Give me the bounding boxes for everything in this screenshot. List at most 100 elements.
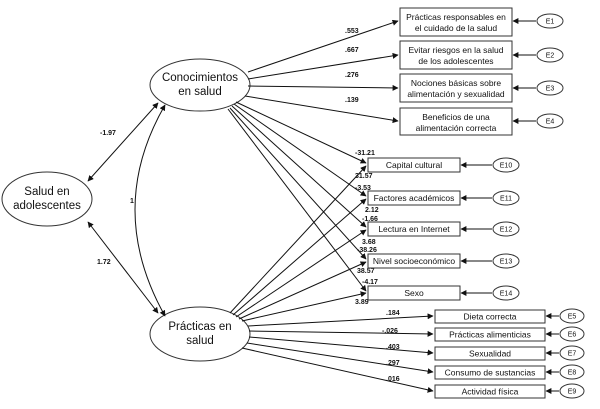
error-e11-label: E11: [500, 196, 512, 203]
indicator-e4-line1: Beneficios de una: [422, 112, 490, 122]
practice-box-e5: [434, 309, 546, 324]
indicator-e2-line1: Evitar riesgos en la salud: [409, 45, 504, 55]
error-e13: [492, 253, 520, 269]
coef-lectura-top: -1.66: [362, 216, 378, 223]
practice-box-e7: [434, 346, 546, 361]
latent-conocimientos-ellipse: [149, 58, 251, 112]
covariate-arrows-from-conocimientos: [227, 101, 367, 292]
arrow-to-indicator-e4: [244, 95, 399, 124]
arrow-conocimientos-to-factores: [233, 103, 367, 197]
latent-salud-line1: Salud en: [24, 186, 69, 198]
arrow-practicas-to-capital: [229, 165, 367, 314]
latent-practicas: Prácticas en salud: [149, 306, 251, 362]
indicator-e1-line1: Prácticas responsables en: [406, 12, 506, 22]
error-e12: [492, 221, 520, 237]
error-e8: [559, 364, 585, 380]
path-salud-conocimientos: [87, 102, 159, 182]
indicator-row-e2: .667 Evitar riesgos en la salud de los a…: [247, 40, 564, 80]
error-e3-label: E3: [546, 86, 555, 93]
error-e13-label: E13: [500, 259, 513, 266]
error-e11: [492, 190, 520, 206]
covariate-e10-label: Capital cultural: [386, 160, 442, 170]
arrow-to-indicator-e2: [247, 52, 399, 80]
arrow-to-practice-e8: [246, 342, 434, 375]
indicator-box-e4: [399, 107, 513, 136]
covariate-row-e14: -4.17 3.89 Sexo E14: [355, 279, 520, 306]
covariate-e14-label: Sexo: [404, 288, 424, 298]
indicator-row-e3: .276 Nociones básicas sobre alimentación…: [247, 72, 564, 103]
coef-e9: .016: [386, 376, 400, 383]
error-e9: [559, 383, 585, 399]
coef-e7: .403: [386, 344, 400, 351]
covariate-box-e14: [367, 285, 461, 301]
indicator-box-e1: [399, 7, 513, 37]
covariate-row-e10: -31.21 31.57 Capital cultural E10: [355, 150, 520, 180]
coef-e4: .139: [345, 97, 359, 104]
latent-conocimientos-line2: en salud: [178, 86, 221, 98]
coef-factores-top: -3.53: [355, 185, 371, 192]
indicator-e4-line2: alimentación correcta: [416, 123, 497, 133]
latent-conocimientos-line1: Conocimientos: [162, 72, 238, 84]
arrow-to-practice-e9: [241, 347, 434, 393]
error-e9-label: E9: [568, 389, 577, 396]
error-e2-label: E2: [546, 53, 555, 60]
coef-e1: .553: [345, 28, 359, 35]
arrow-conocimientos-to-nivel: [229, 107, 367, 260]
path-salud-practicas: [87, 221, 159, 314]
indicator-e3-line1: Nociones básicas sobre: [411, 78, 502, 88]
coef-sexo-bottom: 3.89: [355, 299, 369, 306]
path-conocimientos-practicas: [134, 104, 166, 317]
latent-salud-line2: adolescentes: [13, 200, 81, 212]
practice-e8-label: Consumo de sustancias: [445, 368, 536, 378]
error-e10: [492, 157, 520, 173]
covariate-e12-label: Lectura en Internet: [378, 224, 450, 234]
practice-row-e9: .016 Actividad física E9: [241, 347, 585, 399]
covariate-box-e10: [367, 157, 461, 173]
coef-e6: -.026: [382, 328, 398, 335]
error-e1-label: E1: [546, 19, 555, 26]
error-e14: [492, 285, 520, 301]
error-e4-label: E4: [546, 119, 555, 126]
arrow-to-practice-e7: [248, 336, 434, 356]
latent-practicas-line1: Prácticas en: [168, 321, 231, 333]
practice-e6-label: Prácticas alimenticias: [449, 330, 531, 340]
latent-practicas-line2: salud: [186, 335, 214, 347]
coef-nivel-top: -38.26: [357, 247, 377, 254]
arrow-to-practice-e6: [248, 330, 434, 337]
covariate-box-e13: [367, 253, 461, 269]
practice-e5-label: Dieta correcta: [464, 312, 517, 322]
covariate-box-e11: [367, 190, 461, 206]
covariate-e11-label: Factores académicos: [374, 193, 455, 203]
practice-row-e8: .297 Consumo de sustancias E8: [246, 342, 585, 380]
covariate-e13-label: Nivel socioeconómico: [373, 256, 455, 266]
coef-e8: .297: [386, 360, 400, 367]
indicator-e1-line2: el cuidado de la salud: [415, 23, 498, 33]
indicator-row-e1: .553 Prácticas responsables en el cuidad…: [247, 7, 564, 73]
latent-practicas-ellipse: [149, 306, 251, 362]
arrow-practicas-to-sexo: [241, 291, 367, 322]
latent-conocimientos: Conocimientos en salud: [149, 58, 251, 112]
practice-box-e8: [434, 365, 546, 380]
error-e14-label: E14: [500, 291, 513, 298]
indicator-row-e4: .139 Beneficios de una alimentación corr…: [244, 95, 564, 136]
error-e4: [536, 113, 564, 129]
coef-e5: .184: [386, 310, 400, 317]
error-e8-label: E8: [568, 370, 577, 377]
error-e7: [559, 345, 585, 361]
coef-capital-top: -31.21: [355, 150, 375, 157]
error-e6: [559, 326, 585, 342]
practice-box-e9: [434, 384, 546, 399]
covariate-row-e13: -38.26 38.57 Nivel socioeconómico E13: [357, 247, 520, 275]
indicator-e3-line2: alimentación y sexualidad: [407, 89, 505, 99]
arrow-practicas-to-factores: [232, 198, 367, 316]
arrow-practicas-to-nivel: [238, 261, 367, 320]
error-e7-label: E7: [568, 351, 577, 358]
arrow-to-indicator-e1: [247, 19, 399, 73]
arrow-conocimientos-to-lectura: [231, 105, 367, 228]
covariate-row-e12: -1.66 3.68 Lectura en Internet E12: [362, 216, 520, 246]
error-e2: [536, 47, 564, 63]
practice-row-e6: -.026 Prácticas alimenticias E6: [248, 326, 585, 342]
covariate-box-e12: [367, 221, 461, 237]
indicator-box-e3: [399, 73, 513, 103]
